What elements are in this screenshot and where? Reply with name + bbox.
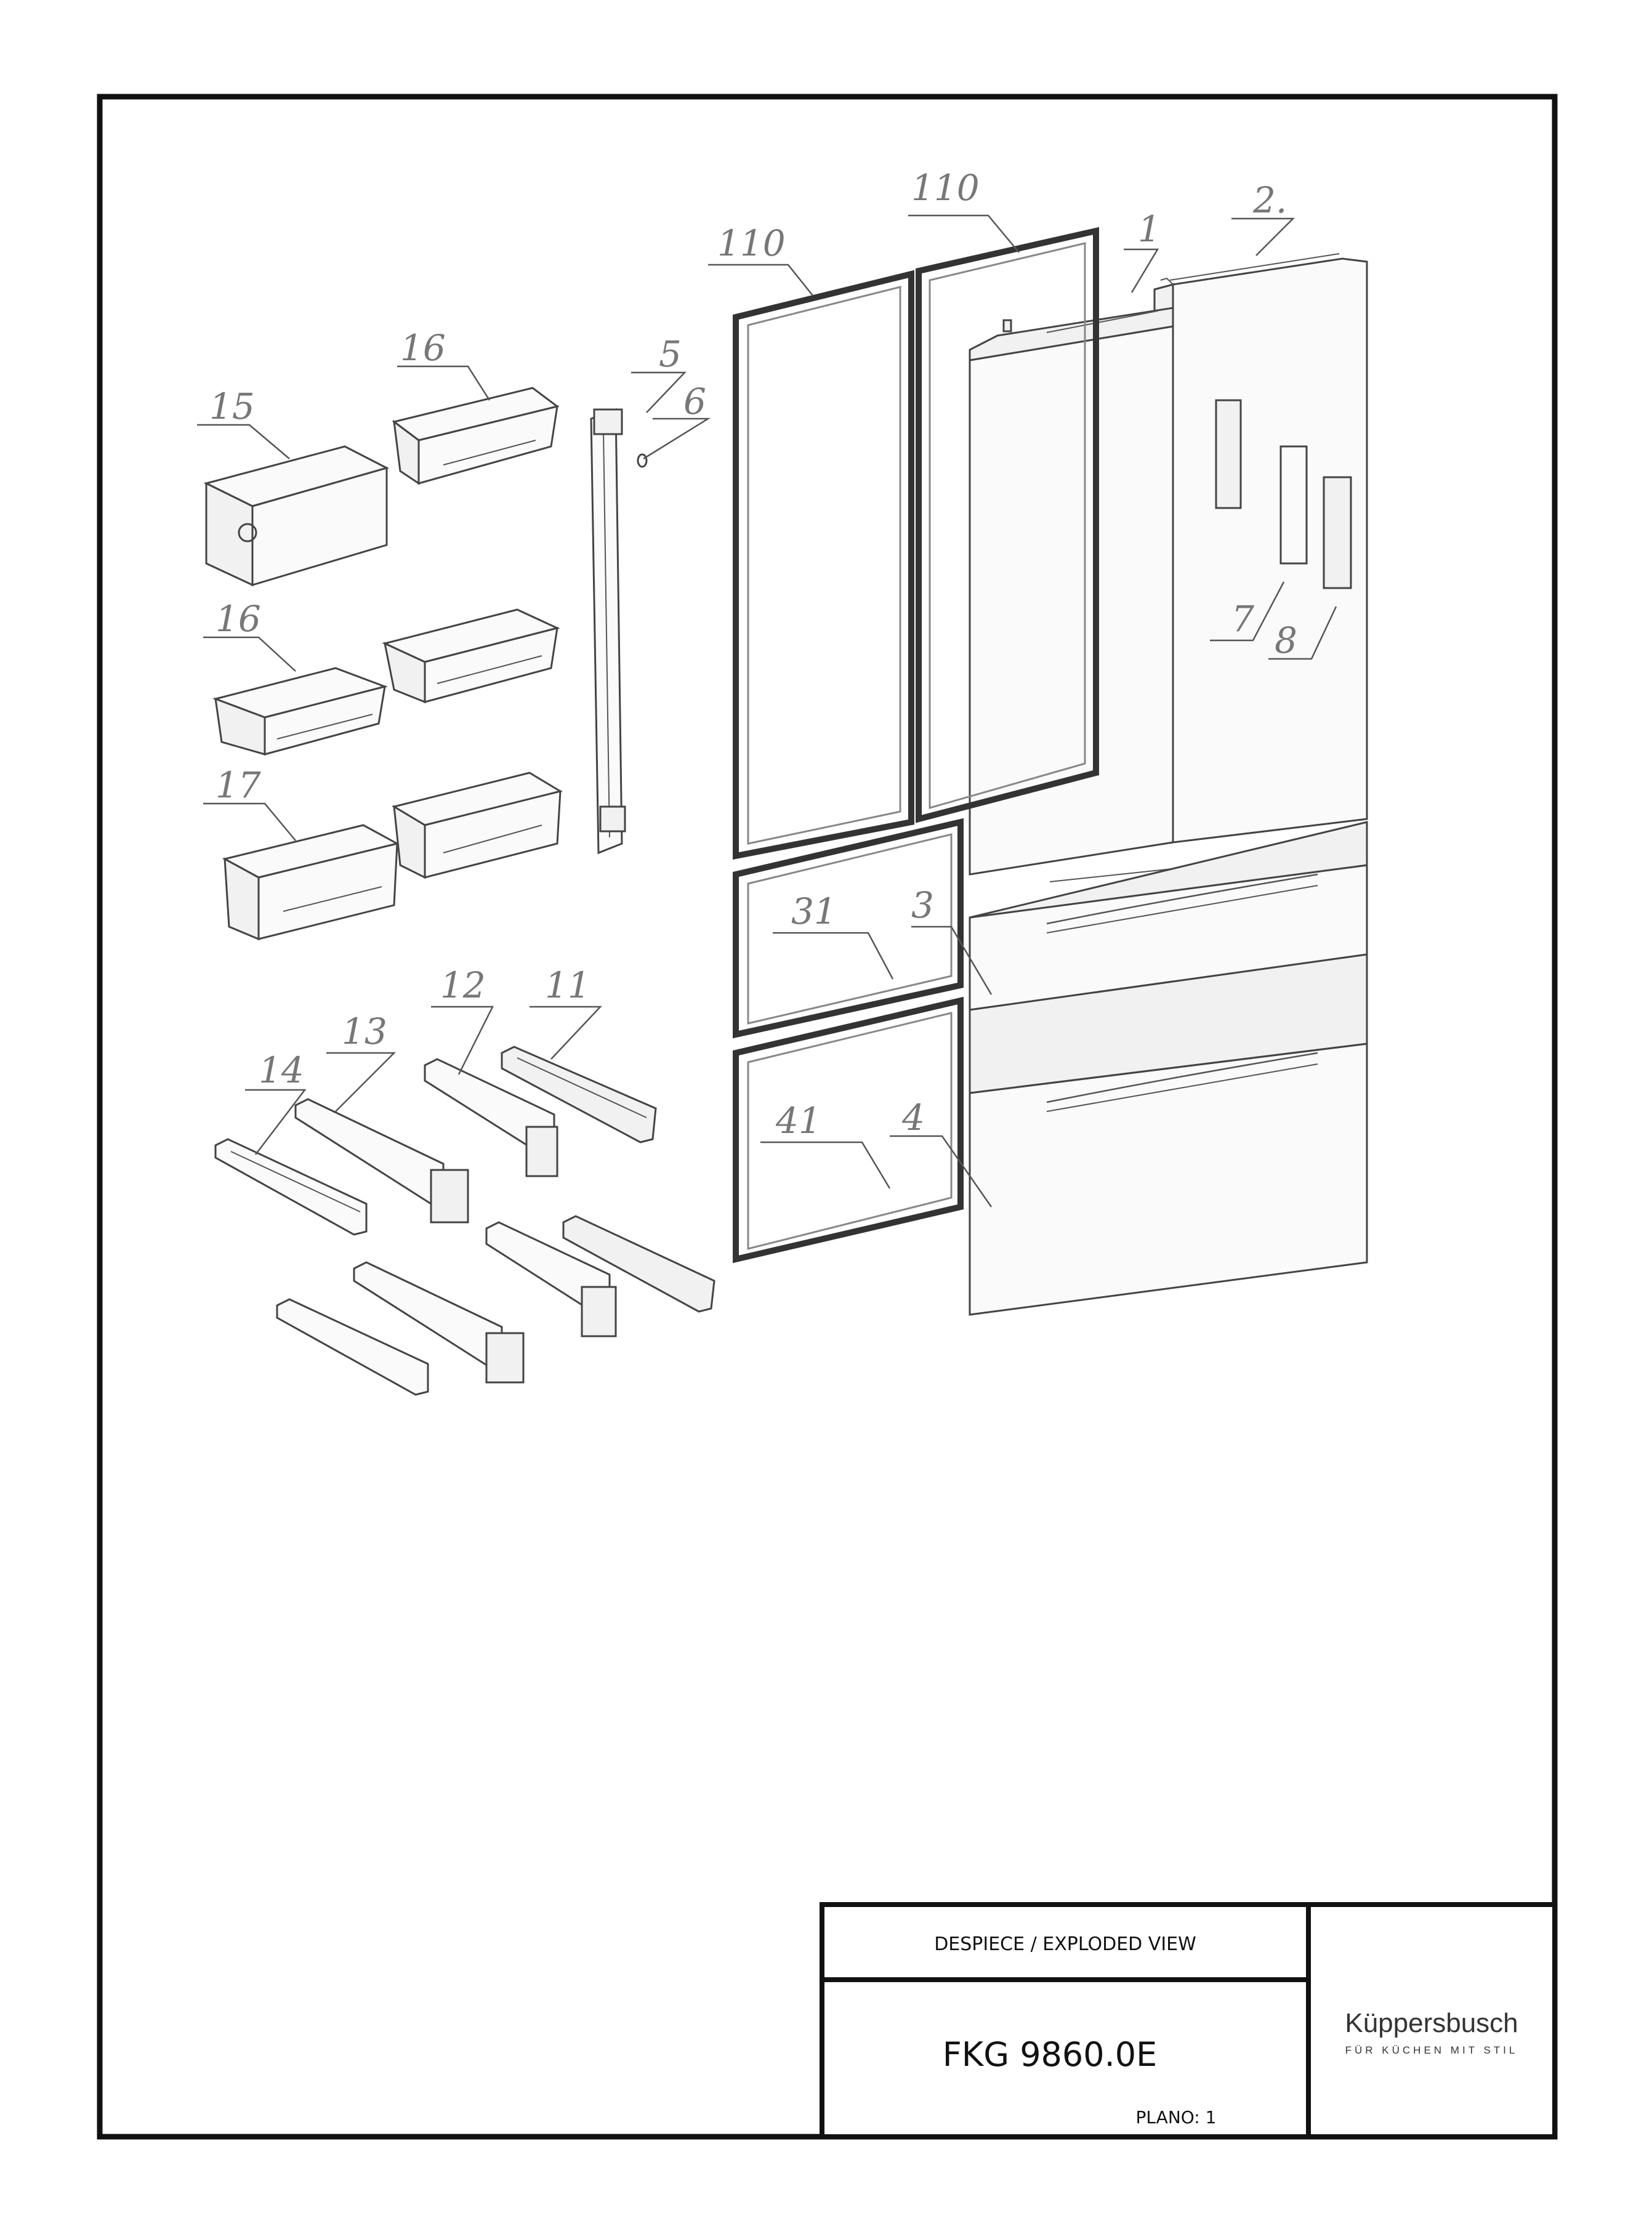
callout-6: 6 bbox=[683, 381, 706, 422]
callout-16-left: 16 bbox=[216, 598, 261, 640]
callout-14: 14 bbox=[259, 1049, 304, 1091]
callout-4: 4 bbox=[901, 1097, 925, 1139]
part-17-door-bin bbox=[222, 824, 400, 941]
callout-110-left: 110 bbox=[717, 222, 786, 264]
part-31-gasket bbox=[733, 818, 964, 1039]
part-4-lower-drawer bbox=[969, 953, 1368, 1316]
callout-15: 15 bbox=[209, 385, 255, 427]
door-bin-right-1 bbox=[382, 608, 560, 704]
callout-labels: 110 110 1 2. 5 6 7 8 15 16 16 17 31 3 41… bbox=[209, 167, 1297, 1142]
sheet-number: PLANO: 1 bbox=[1136, 2107, 1217, 2127]
part-2-right-door bbox=[1153, 253, 1368, 846]
title-block: DESPIECE / EXPLODED VIEW FKG 9860.0E PLA… bbox=[820, 1902, 1557, 2139]
part-7 bbox=[1279, 445, 1308, 565]
part-14-rail bbox=[214, 1138, 368, 1236]
callout-16-top: 16 bbox=[400, 327, 446, 369]
callout-17: 17 bbox=[216, 764, 261, 806]
callout-3: 3 bbox=[911, 884, 934, 926]
callout-31: 31 bbox=[791, 890, 837, 932]
title-heading: DESPIECE / EXPLODED VIEW bbox=[934, 1934, 1196, 1955]
callout-11: 11 bbox=[545, 964, 590, 1006]
callout-leaders bbox=[197, 214, 1337, 1208]
part-41-gasket bbox=[733, 996, 964, 1264]
part-110-gasket-left bbox=[733, 270, 914, 860]
gaskets bbox=[733, 227, 1099, 1264]
part-11-rail bbox=[501, 1046, 657, 1143]
part-8 bbox=[1323, 476, 1352, 589]
callout-8: 8 bbox=[1275, 619, 1297, 661]
callout-12: 12 bbox=[440, 964, 486, 1006]
part-12-rail-bracket bbox=[424, 1058, 558, 1177]
part-15-dairy-box bbox=[203, 445, 390, 587]
brand-logo: Küppersbusch bbox=[1345, 2008, 1518, 2038]
callout-41: 41 bbox=[775, 1100, 821, 1142]
callout-7: 7 bbox=[1231, 598, 1254, 640]
fridge-assembly bbox=[969, 253, 1368, 1316]
part-13-rail-bracket bbox=[294, 1098, 469, 1224]
part-16-door-bin-top bbox=[392, 387, 560, 485]
model-number: FKG 9860.0E bbox=[943, 2035, 1158, 2074]
part-110-gasket-right bbox=[916, 227, 1099, 823]
part-5-hinge-rail bbox=[590, 408, 626, 855]
rail-set-lower bbox=[276, 1215, 715, 1396]
part-6-pin bbox=[637, 453, 648, 468]
brand-tagline: FÜR KÜCHEN MIT STIL bbox=[1345, 2044, 1518, 2056]
callout-1: 1 bbox=[1138, 208, 1161, 250]
callout-13: 13 bbox=[342, 1010, 387, 1052]
callout-5: 5 bbox=[659, 333, 682, 375]
callout-110-right: 110 bbox=[911, 167, 980, 209]
door-bin-right-2 bbox=[392, 772, 563, 879]
part-1-left-door bbox=[969, 307, 1207, 882]
callout-2: 2. bbox=[1252, 179, 1287, 221]
part-16-door-bin-left bbox=[212, 667, 388, 756]
